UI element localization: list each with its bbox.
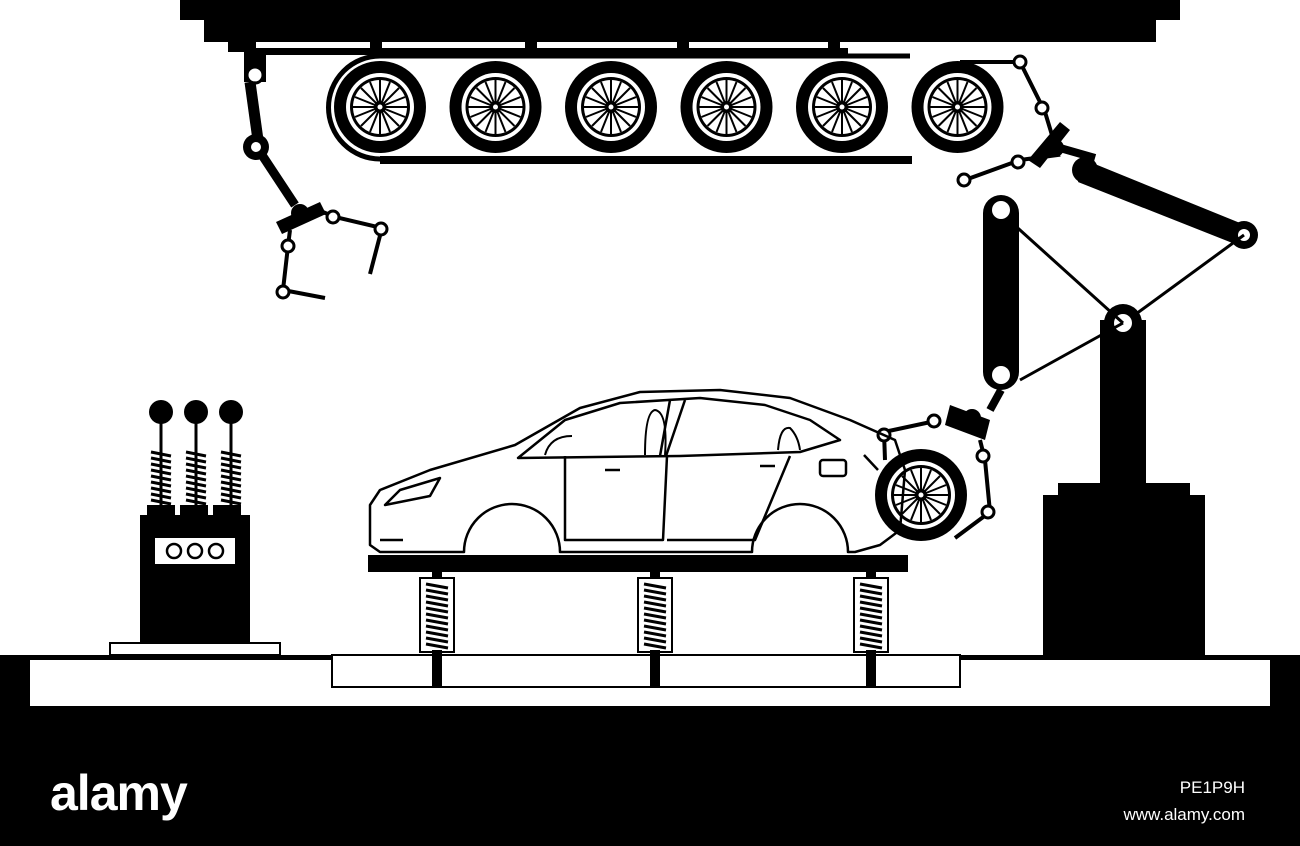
coil-spring	[185, 450, 207, 506]
left-overhead-robot-arm	[243, 52, 389, 300]
assembly-line-illustration	[0, 0, 1300, 757]
coil-spring	[425, 582, 449, 650]
lift-column	[853, 570, 889, 686]
image-id-label: PE1P9H	[1179, 778, 1245, 797]
contact-rod	[184, 400, 208, 508]
alamy-logo: alamy	[50, 765, 188, 821]
overhead-gantry	[180, 0, 1180, 55]
tire-conveyor	[326, 53, 912, 164]
conveyor-tire	[795, 60, 889, 154]
coil-spring	[150, 450, 172, 506]
coil-spring	[643, 582, 667, 650]
conveyor-tire	[333, 60, 427, 154]
contact-rod	[149, 400, 173, 508]
conveyor-tire	[448, 60, 543, 154]
coil-spring	[859, 582, 883, 650]
lift-springs	[419, 570, 889, 686]
contact-rod	[219, 400, 243, 508]
conveyor-tire	[564, 60, 658, 154]
control-cabinet	[109, 505, 281, 656]
lift-column	[637, 570, 673, 686]
car-body	[368, 388, 907, 554]
cabinet-contact-springs	[149, 400, 243, 508]
held-tire	[874, 448, 968, 542]
conveyor-tire	[679, 60, 774, 154]
lift-column	[419, 570, 455, 686]
upper-right-robot-arm	[956, 54, 1258, 324]
right-floor-robot	[876, 195, 1205, 655]
site-url-label: www.alamy.com	[1123, 805, 1245, 824]
conveyor-tire	[910, 60, 1005, 154]
coil-spring	[220, 450, 242, 506]
watermark-bar	[0, 757, 1300, 846]
conveyor-tires	[333, 60, 1005, 154]
